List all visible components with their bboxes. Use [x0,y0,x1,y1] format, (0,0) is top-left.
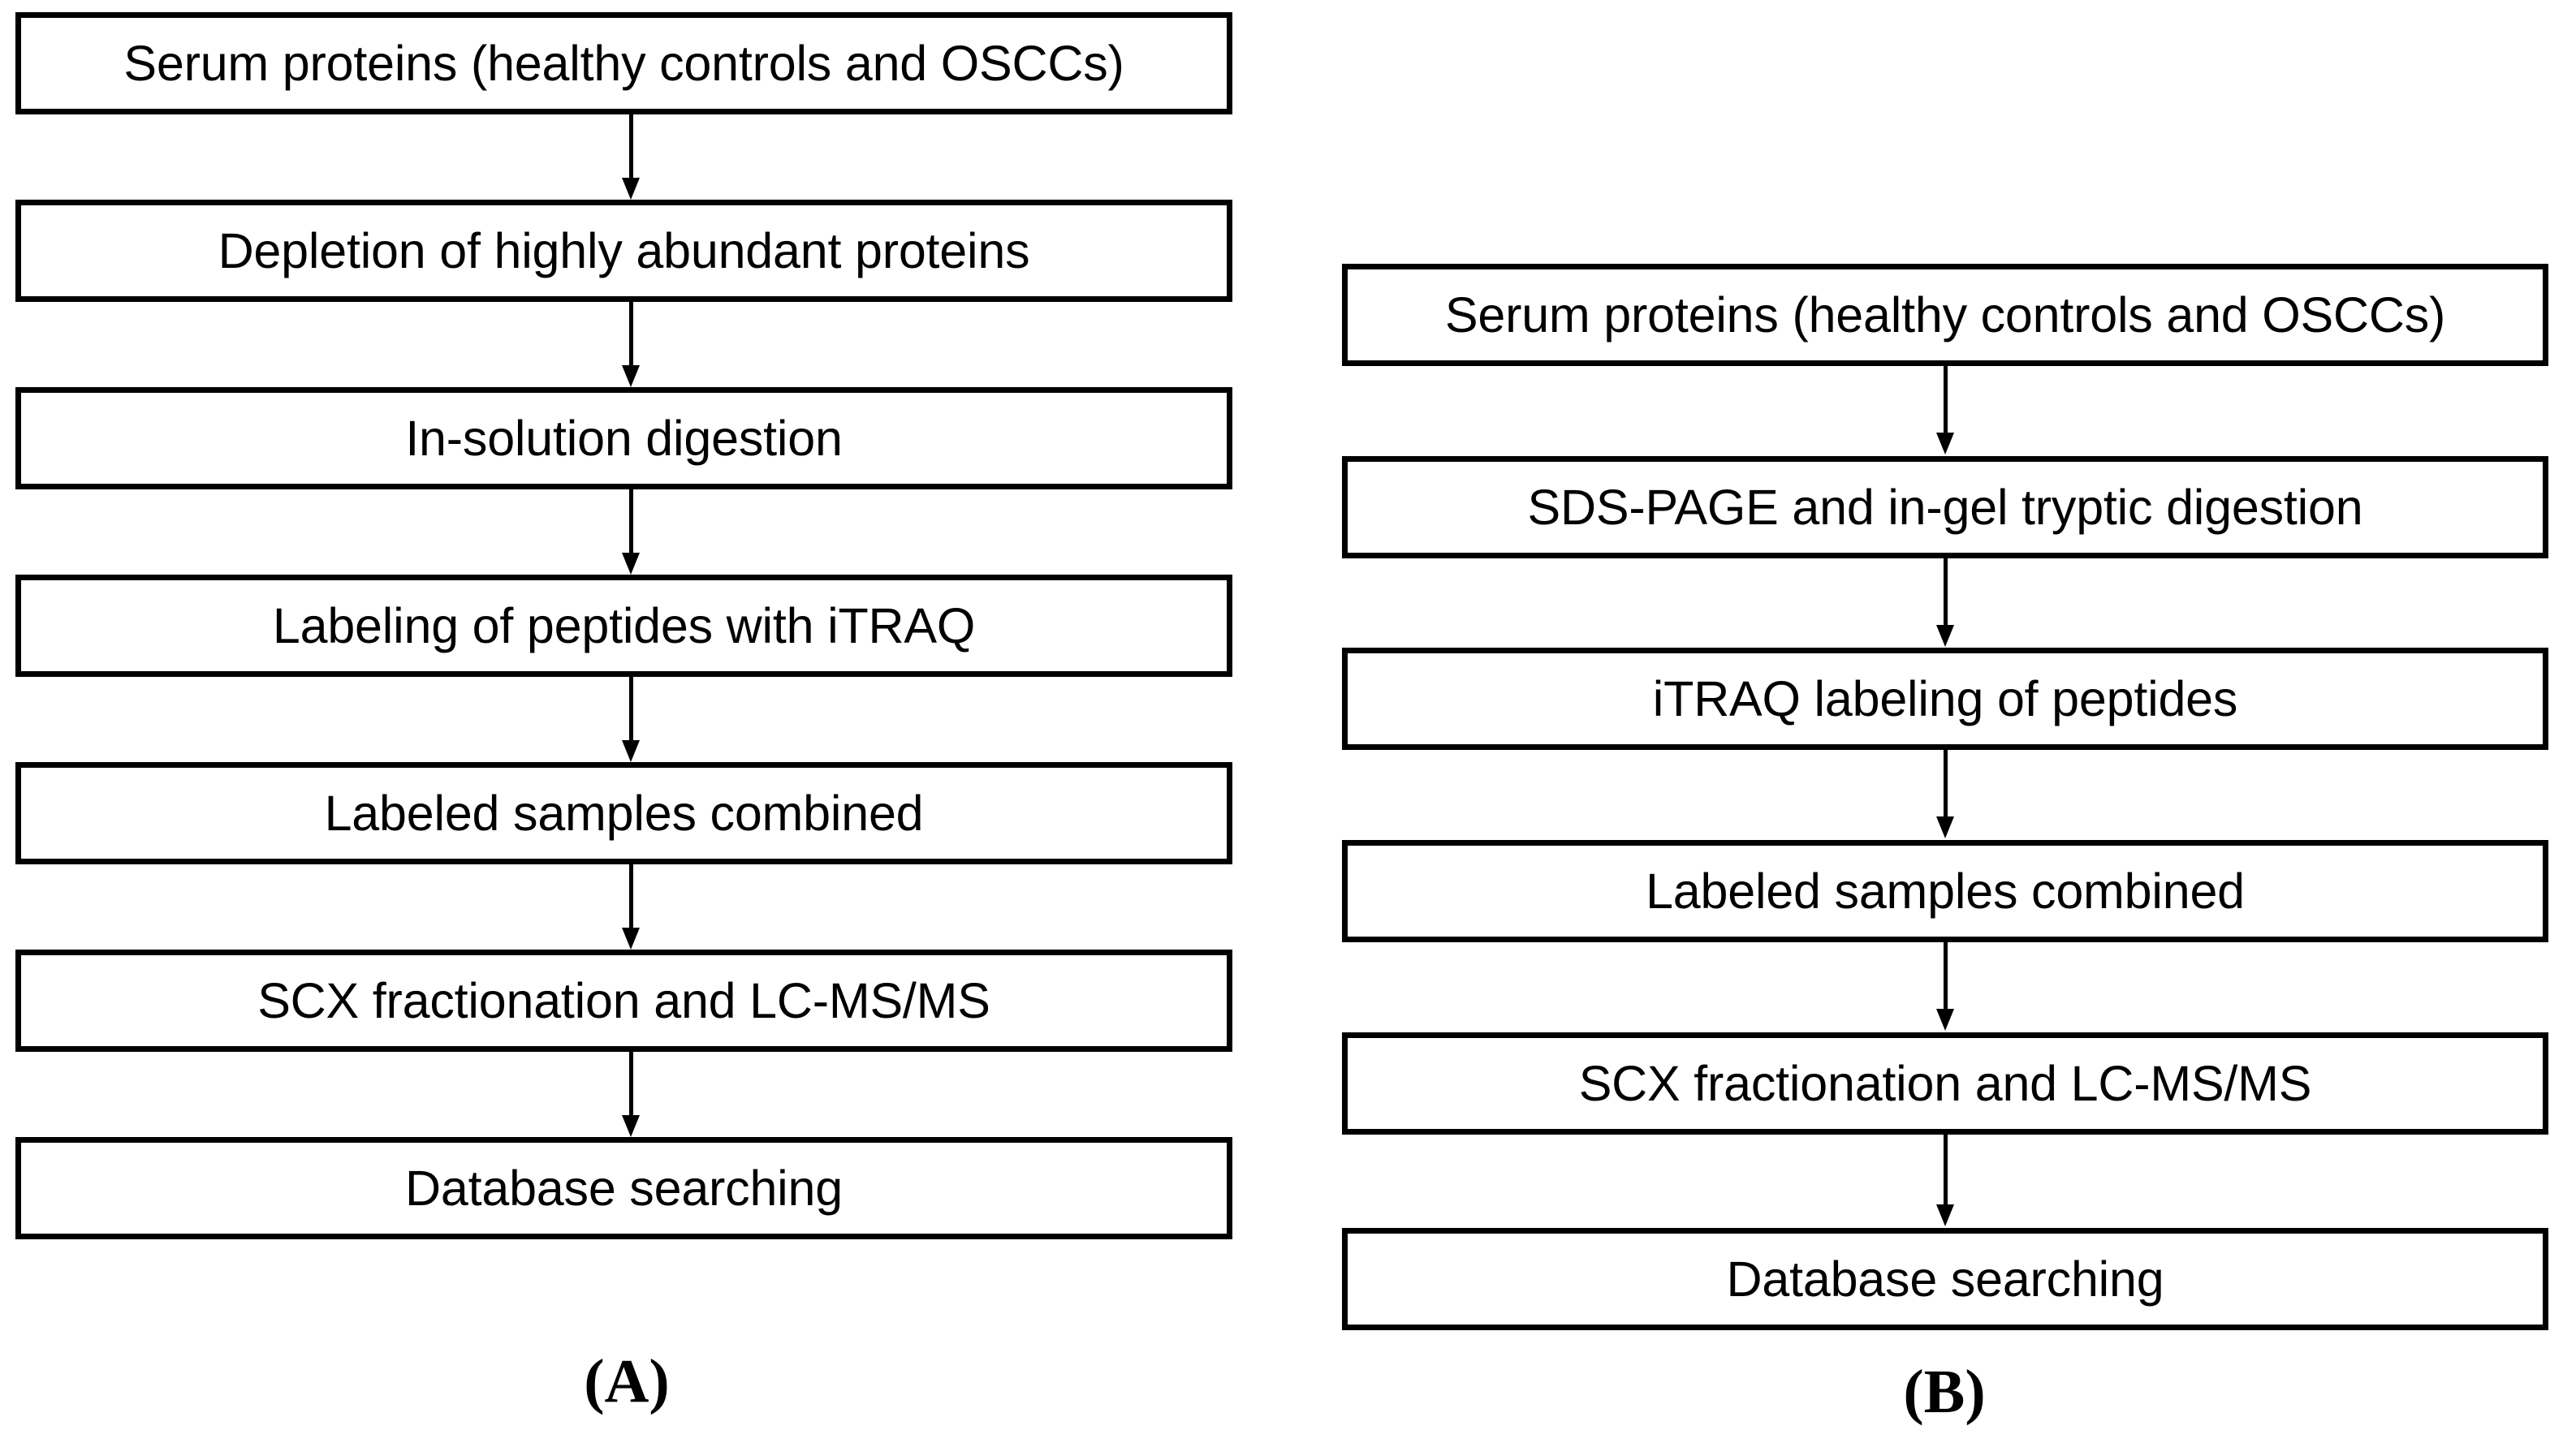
flow-box-a-3[interactable]: In-solution digestion [15,387,1232,489]
arrow-b-2-stem [1944,558,1948,627]
flow-box-a-6[interactable]: SCX fractionation and LC-MS/MS [15,950,1232,1052]
arrow-a-1-head [622,178,640,200]
arrow-a-6-head [622,1115,640,1137]
arrow-a-4-stem [629,677,633,742]
panel-a: Serum proteins (healthy controls and OSC… [0,0,1266,1456]
arrow-a-4-head [622,740,640,762]
flow-box-b-3[interactable]: iTRAQ labeling of peptides [1342,648,2548,750]
arrow-a-2 [619,302,643,387]
flow-box-a-7[interactable]: Database searching [15,1137,1232,1239]
arrow-a-1 [619,114,643,200]
flow-box-a-4-label: Labeling of peptides with iTRAQ [272,597,976,653]
arrow-b-5-head [1936,1204,1954,1226]
arrow-a-3-head [622,553,640,575]
arrow-a-3-stem [629,489,633,554]
arrow-b-3-stem [1944,750,1948,818]
arrow-b-2 [1933,558,1957,648]
arrow-b-4 [1933,942,1957,1032]
flow-box-a-1[interactable]: Serum proteins (healthy controls and OSC… [15,12,1232,114]
arrow-b-5 [1933,1135,1957,1228]
flow-box-a-5-label: Labeled samples combined [324,785,924,841]
arrow-b-1-stem [1944,366,1948,434]
arrow-a-5 [619,864,643,950]
flow-box-b-3-label: iTRAQ labeling of peptides [1652,670,2238,726]
arrow-a-3 [619,489,643,575]
arrow-a-2-head [622,365,640,387]
arrow-b-4-head [1936,1009,1954,1031]
arrow-a-5-head [622,928,640,950]
flow-box-a-2-label: Depletion of highly abundant proteins [218,222,1030,278]
flow-box-b-4[interactable]: Labeled samples combined [1342,840,2548,942]
arrow-a-1-stem [629,114,633,179]
flow-box-b-2[interactable]: SDS-PAGE and in-gel tryptic digestion [1342,456,2548,558]
flow-box-b-1[interactable]: Serum proteins (healthy controls and OSC… [1342,264,2548,366]
flow-box-b-5-label: SCX fractionation and LC-MS/MS [1578,1055,2312,1111]
arrow-b-1 [1933,366,1957,455]
arrow-b-4-stem [1944,942,1948,1010]
flow-box-a-3-label: In-solution digestion [405,410,843,466]
flow-box-b-1-label: Serum proteins (healthy controls and OSC… [1444,286,2446,342]
arrow-a-4 [619,677,643,762]
arrow-a-2-stem [629,302,633,367]
arrow-b-2-head [1936,625,1954,647]
arrow-b-3-head [1936,816,1954,838]
arrow-b-3 [1933,750,1957,839]
flow-box-a-2[interactable]: Depletion of highly abundant proteins [15,200,1232,302]
panel-letter-a: (A) [584,1347,670,1415]
flow-box-b-2-label: SDS-PAGE and in-gel tryptic digestion [1527,479,2363,535]
flow-box-a-1-label: Serum proteins (healthy controls and OSC… [123,35,1124,91]
flow-box-b-6-label: Database searching [1726,1251,2164,1307]
panel-b: Serum proteins (healthy controls and OSC… [1299,0,2563,1456]
flow-box-a-7-label: Database searching [405,1160,843,1216]
flow-box-a-4[interactable]: Labeling of peptides with iTRAQ [15,575,1232,677]
arrow-b-5-stem [1944,1135,1948,1206]
flow-box-b-4-label: Labeled samples combined [1646,863,2245,919]
arrow-a-6-stem [629,1052,633,1117]
flow-box-a-5[interactable]: Labeled samples combined [15,762,1232,864]
panel-letter-b: (B) [1903,1358,1986,1426]
arrow-a-5-stem [629,864,633,929]
flow-box-b-6[interactable]: Database searching [1342,1228,2548,1330]
flow-box-a-6-label: SCX fractionation and LC-MS/MS [257,972,990,1028]
arrow-b-1-head [1936,433,1954,454]
arrow-a-6 [619,1052,643,1137]
flow-box-b-5[interactable]: SCX fractionation and LC-MS/MS [1342,1032,2548,1135]
